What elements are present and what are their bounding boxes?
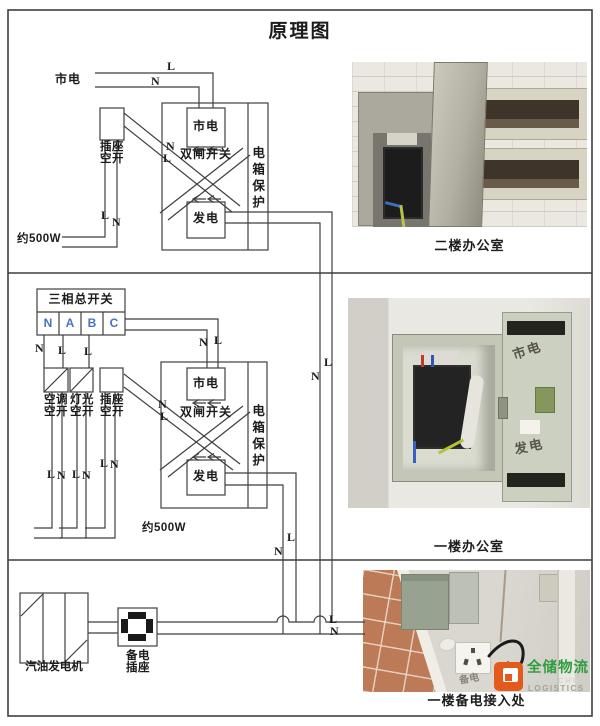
dual-switch-label: 双闸开关	[180, 405, 233, 419]
light-breaker-label-2: 空开	[70, 406, 94, 418]
electrical-enclosure	[358, 92, 434, 227]
distribution-panel-upper	[471, 88, 587, 140]
bottom-n-label: N	[330, 624, 339, 638]
load-watt-label: 约500W	[17, 233, 62, 245]
wire-l-label: L	[58, 343, 67, 357]
socket-breaker-label-2: 空开	[100, 153, 124, 165]
wire-l-label: L	[84, 344, 93, 358]
line-n-label: N	[151, 74, 160, 88]
meter-box	[401, 574, 449, 630]
socket-pin	[471, 648, 475, 653]
wire-n-label: N	[35, 341, 44, 355]
socket-symbol-pins	[121, 612, 153, 641]
mains-feed-label: 市电	[55, 72, 82, 86]
phase-c: C	[109, 316, 119, 330]
caption-backup-access: 一楼备电接入处	[427, 693, 526, 708]
blue-wire	[413, 441, 416, 463]
mains-box-label: 市电	[192, 119, 219, 133]
switch-l-label: L	[163, 151, 172, 165]
panel-window	[480, 160, 579, 188]
door-gasket-top	[507, 321, 565, 335]
socket-note-text: 备电	[458, 672, 481, 687]
ac-breaker-label-1: 空调	[44, 394, 68, 406]
gasoline-generator-label: 汽油发电机	[25, 661, 83, 673]
caption-first-floor: 一楼办公室	[433, 539, 504, 554]
pair2-l: L	[72, 467, 81, 481]
distribution-panel-lower	[471, 148, 587, 200]
box-protection-label: 电箱保护	[250, 146, 265, 212]
dual-switch-label: 双闸开关	[180, 147, 233, 161]
electrical-box	[392, 334, 506, 482]
bottom-circuit	[19, 592, 365, 664]
mains-box-label: 市电	[192, 376, 219, 390]
phase-b: B	[87, 316, 97, 330]
page-title: 原理图	[268, 21, 332, 42]
feed-n-label: N	[199, 335, 208, 349]
pair3-l: L	[100, 456, 109, 470]
pair1-l: L	[47, 467, 56, 481]
pair3-n: N	[110, 457, 119, 471]
generator-box-label: 发电	[192, 469, 219, 483]
panel-window	[480, 100, 579, 128]
socket-pin	[463, 658, 469, 666]
line-l-label: L	[167, 59, 176, 73]
company-logo-icon	[494, 662, 523, 691]
label-sticker	[519, 419, 541, 435]
light-breaker-label-1: 灯光	[70, 394, 94, 406]
terminal-block	[387, 133, 417, 145]
pair1-n: N	[57, 468, 66, 482]
riser-l-label: L	[324, 355, 333, 369]
door-gasket-bottom	[507, 473, 565, 487]
logo-logistics-word: LOGISTICS	[528, 684, 585, 693]
terminal-block	[423, 351, 459, 365]
box-protection-label: 电箱保护	[250, 404, 265, 470]
junction-box	[449, 572, 479, 624]
backup-socket-label-1: 备电	[126, 650, 150, 662]
logo-company-name: 全储物流	[527, 660, 589, 676]
gen-out-n-label: N	[274, 544, 283, 558]
photo-first-floor-office: 市电 发电	[348, 298, 590, 508]
load-n-label: N	[112, 215, 121, 229]
caption-second-floor: 二楼办公室	[434, 238, 505, 253]
socket-breaker-label-1: 插座	[100, 141, 124, 153]
riser-n-label: N	[311, 369, 320, 383]
gen-out-l-label: L	[287, 530, 296, 544]
phase-a: A	[65, 316, 75, 330]
load-watt-label: 约500W	[142, 522, 187, 534]
photo-second-floor-office	[352, 62, 587, 227]
switch-n-label: N	[158, 397, 167, 411]
three-phase-switch-label: 三相总开关	[48, 292, 114, 306]
bottom-l-label: L	[329, 612, 338, 626]
thin-cable	[499, 570, 507, 642]
circuit-board	[535, 387, 555, 413]
switch-l-label: L	[160, 409, 169, 423]
red-wire	[421, 355, 424, 367]
switch-n-label: N	[166, 139, 175, 153]
phase-n: N	[43, 316, 53, 330]
feed-l-label: L	[214, 333, 223, 347]
socket-breaker-label-2: 空开	[100, 406, 124, 418]
blue-wire	[431, 355, 434, 367]
backup-socket-label-2: 插座	[126, 662, 150, 674]
generator-box-label: 发电	[192, 211, 219, 225]
socket-breaker-label-1: 插座	[100, 394, 124, 406]
logo-inner-block	[505, 674, 512, 681]
socket-pin	[476, 658, 482, 666]
load-l-label: L	[101, 208, 110, 222]
pair2-n: N	[82, 468, 91, 482]
breaker-unit	[383, 147, 423, 219]
enclosure-door	[428, 62, 488, 227]
ac-breaker-label-2: 空开	[44, 406, 68, 418]
door-latch	[498, 397, 508, 419]
